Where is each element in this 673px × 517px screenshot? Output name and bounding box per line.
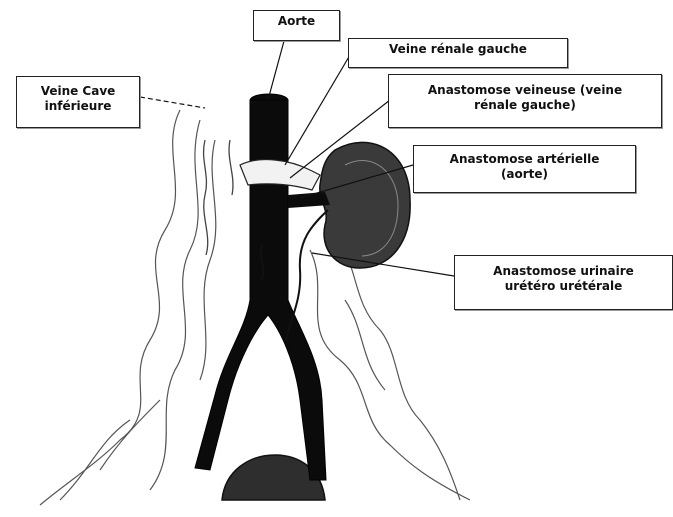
- label-anastomose-veineuse: Anastomose veineuse (veine rénale gauche…: [388, 74, 662, 128]
- label-anastomose-arterielle: Anastomose artérielle (aorte): [413, 145, 636, 193]
- leader-aorte: [268, 41, 284, 100]
- label-veine-renale-gauche: Veine rénale gauche: [348, 38, 568, 68]
- vena-cava: [204, 140, 233, 255]
- label-veine-cave-inferieure: Veine Cave inférieure: [16, 76, 140, 128]
- aorta-vessel: [195, 94, 326, 480]
- label-aorte: Aorte: [253, 10, 340, 41]
- kidney: [320, 142, 410, 268]
- label-anastomose-urinaire: Anastomose urinaire urétéro urétérale: [454, 255, 673, 310]
- leader-vci: [140, 97, 205, 108]
